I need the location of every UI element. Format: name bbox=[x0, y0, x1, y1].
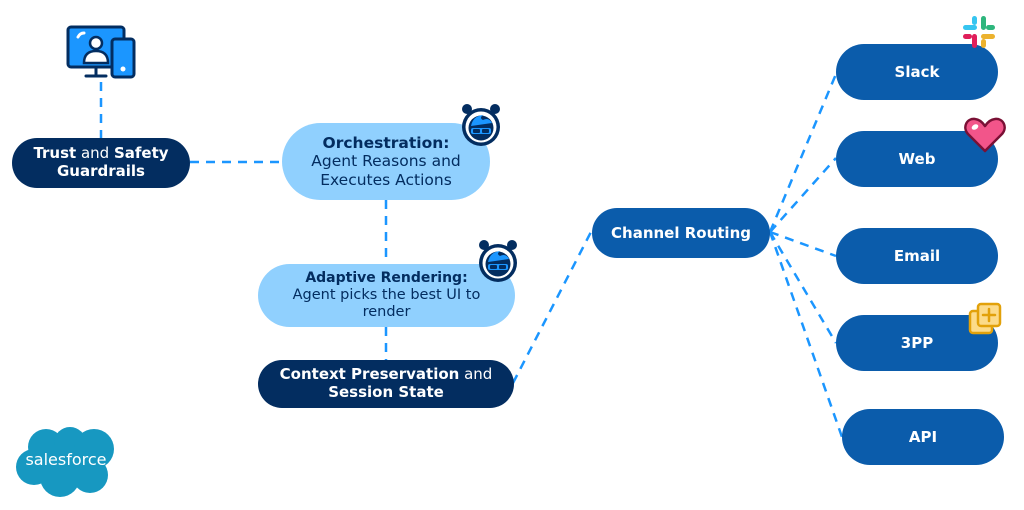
channel-label: Slack bbox=[894, 63, 940, 81]
salesforce-wordmark: salesforce bbox=[25, 450, 107, 469]
channel-label: 3PP bbox=[900, 334, 934, 352]
connector-routing-to-slack bbox=[768, 73, 838, 233]
orchestration-line2: Agent Reasons and bbox=[311, 152, 461, 171]
trust-safety-node: Trust and Safety Guardrails bbox=[12, 138, 190, 188]
salesforce-cloud-icon bbox=[16, 427, 114, 497]
einstein-agent-icon bbox=[479, 240, 517, 282]
channel-routing-label: Channel Routing bbox=[611, 224, 751, 242]
context-label-rest: and bbox=[459, 365, 493, 384]
customer-device-icon bbox=[66, 25, 136, 79]
context-preservation-node: Context Preservation and Session State bbox=[258, 360, 514, 408]
channel-api: API bbox=[842, 409, 1004, 465]
einstein-agent-icon bbox=[462, 104, 500, 146]
connector-routing-to-email bbox=[769, 230, 837, 258]
channel-slack: Slack bbox=[836, 44, 998, 100]
trust-label-line2: Guardrails bbox=[57, 162, 145, 180]
trust-label-mid: and bbox=[76, 144, 114, 163]
adaptive-rendering-node: Adaptive Rendering: Agent picks the best… bbox=[258, 264, 515, 327]
adaptive-title: Adaptive Rendering: bbox=[305, 270, 468, 287]
connector-context-to-routing bbox=[511, 229, 594, 384]
context-label-bold: Context Preservation bbox=[279, 365, 460, 384]
adaptive-line3: render bbox=[362, 303, 411, 320]
slack-logo-icon bbox=[963, 16, 995, 48]
orchestration-line3: Executes Actions bbox=[320, 170, 452, 189]
connector-routing-to-web bbox=[769, 157, 837, 233]
channel-label: Web bbox=[898, 150, 936, 168]
context-label-line2: Session State bbox=[328, 383, 444, 401]
channel-email: Email bbox=[836, 228, 998, 284]
trust-label-b: Safety bbox=[113, 144, 169, 163]
connector-routing-to-api bbox=[768, 231, 844, 438]
salesforce-logo: salesforce bbox=[10, 423, 122, 499]
channel-label: Email bbox=[893, 247, 941, 265]
adaptive-line2: Agent picks the best UI to bbox=[292, 286, 481, 303]
trust-label-a: Trust bbox=[33, 144, 77, 163]
channel-web: Web bbox=[836, 131, 998, 187]
orchestration-title: Orchestration: bbox=[322, 134, 450, 153]
channel-label: API bbox=[908, 428, 938, 446]
connector-routing-to-3pp bbox=[768, 231, 838, 344]
orchestration-node: Orchestration: Agent Reasons and Execute… bbox=[282, 123, 490, 200]
heart-icon bbox=[964, 117, 1006, 153]
channel-routing-node: Channel Routing bbox=[592, 208, 770, 258]
add-app-icon bbox=[968, 302, 1002, 335]
